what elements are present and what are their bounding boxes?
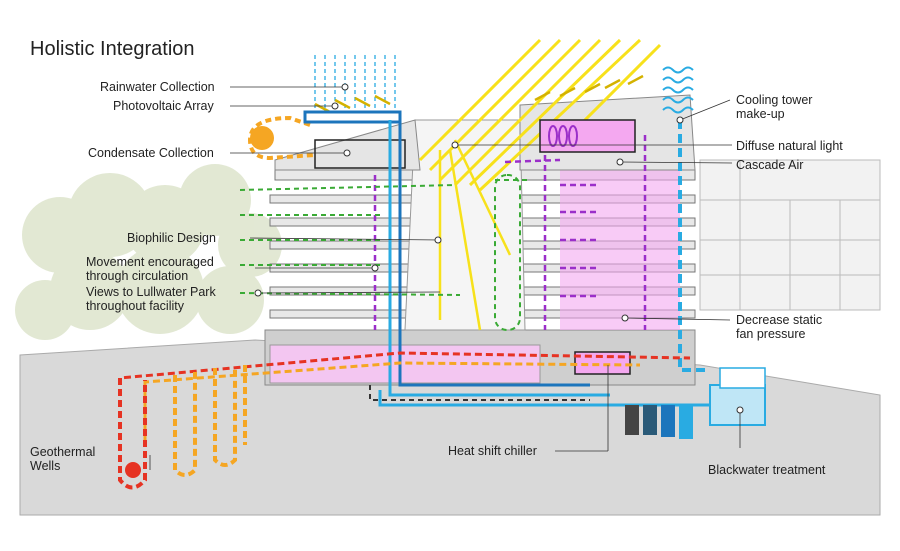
label-views-line1: Views to Lullwater Park: [86, 285, 216, 299]
diagram-title: Holistic Integration: [30, 38, 195, 60]
geothermal-wells: [118, 365, 247, 490]
condensate-tank: [314, 139, 406, 169]
water-pipes: [378, 120, 720, 407]
dark-dashed-return: [369, 385, 590, 401]
label-condensate: Condensate Collection: [88, 146, 214, 160]
trees: [15, 164, 282, 340]
leader-dots: [254, 83, 744, 414]
label-geothermal: Geothermal Wells: [30, 445, 95, 473]
label-photovoltaic: Photovoltaic Array: [113, 99, 214, 113]
air-handling-unit: [539, 119, 636, 153]
label-movement-line1: Movement encouraged: [86, 255, 214, 269]
label-diffuse-light: Diffuse natural light: [736, 139, 843, 153]
label-blackwater: Blackwater treatment: [708, 463, 826, 477]
label-cooling-line2: make-up: [736, 107, 785, 121]
thermometer-icon: [125, 462, 141, 478]
label-movement: Movement encouraged through circulation: [86, 255, 214, 283]
condensate-loop: [247, 115, 316, 161]
background-building: [699, 159, 881, 311]
rainwater-lines: [314, 55, 396, 108]
photovoltaic-panels: [314, 74, 644, 114]
cooling-tower-mist: [662, 66, 694, 114]
label-geothermal-line1: Geothermal: [30, 445, 96, 459]
label-geothermal-line2: Wells: [30, 459, 61, 473]
condensate-indicator-icon: [250, 126, 274, 150]
label-movement-line2: through circulation: [86, 269, 189, 283]
label-views: Views to Lullwater Park throughout facil…: [86, 285, 216, 313]
leader-lines: [149, 86, 741, 470]
ahu-coils-icon: [548, 125, 578, 147]
label-cooling-line1: Cooling tower: [736, 93, 813, 107]
label-decrease-static: Decrease static fan pressure: [736, 313, 822, 341]
label-heat-shift-chiller: Heat shift chiller: [448, 444, 537, 458]
cascade-air-flow: [373, 135, 647, 330]
label-decrease-line1: Decrease static: [736, 313, 823, 327]
blackwater-tanks: [625, 367, 766, 439]
diffuse-light-path: [438, 139, 512, 331]
label-rainwater: Rainwater Collection: [100, 80, 215, 94]
label-biophilic: Biophilic Design: [127, 231, 216, 245]
views-arrows: [239, 174, 530, 331]
label-views-line2: throughout facility: [86, 299, 184, 313]
label-cooling-tower: Cooling tower make-up: [736, 93, 812, 121]
label-cascade-air: Cascade Air: [736, 158, 804, 172]
label-decrease-line2: fan pressure: [736, 327, 806, 341]
